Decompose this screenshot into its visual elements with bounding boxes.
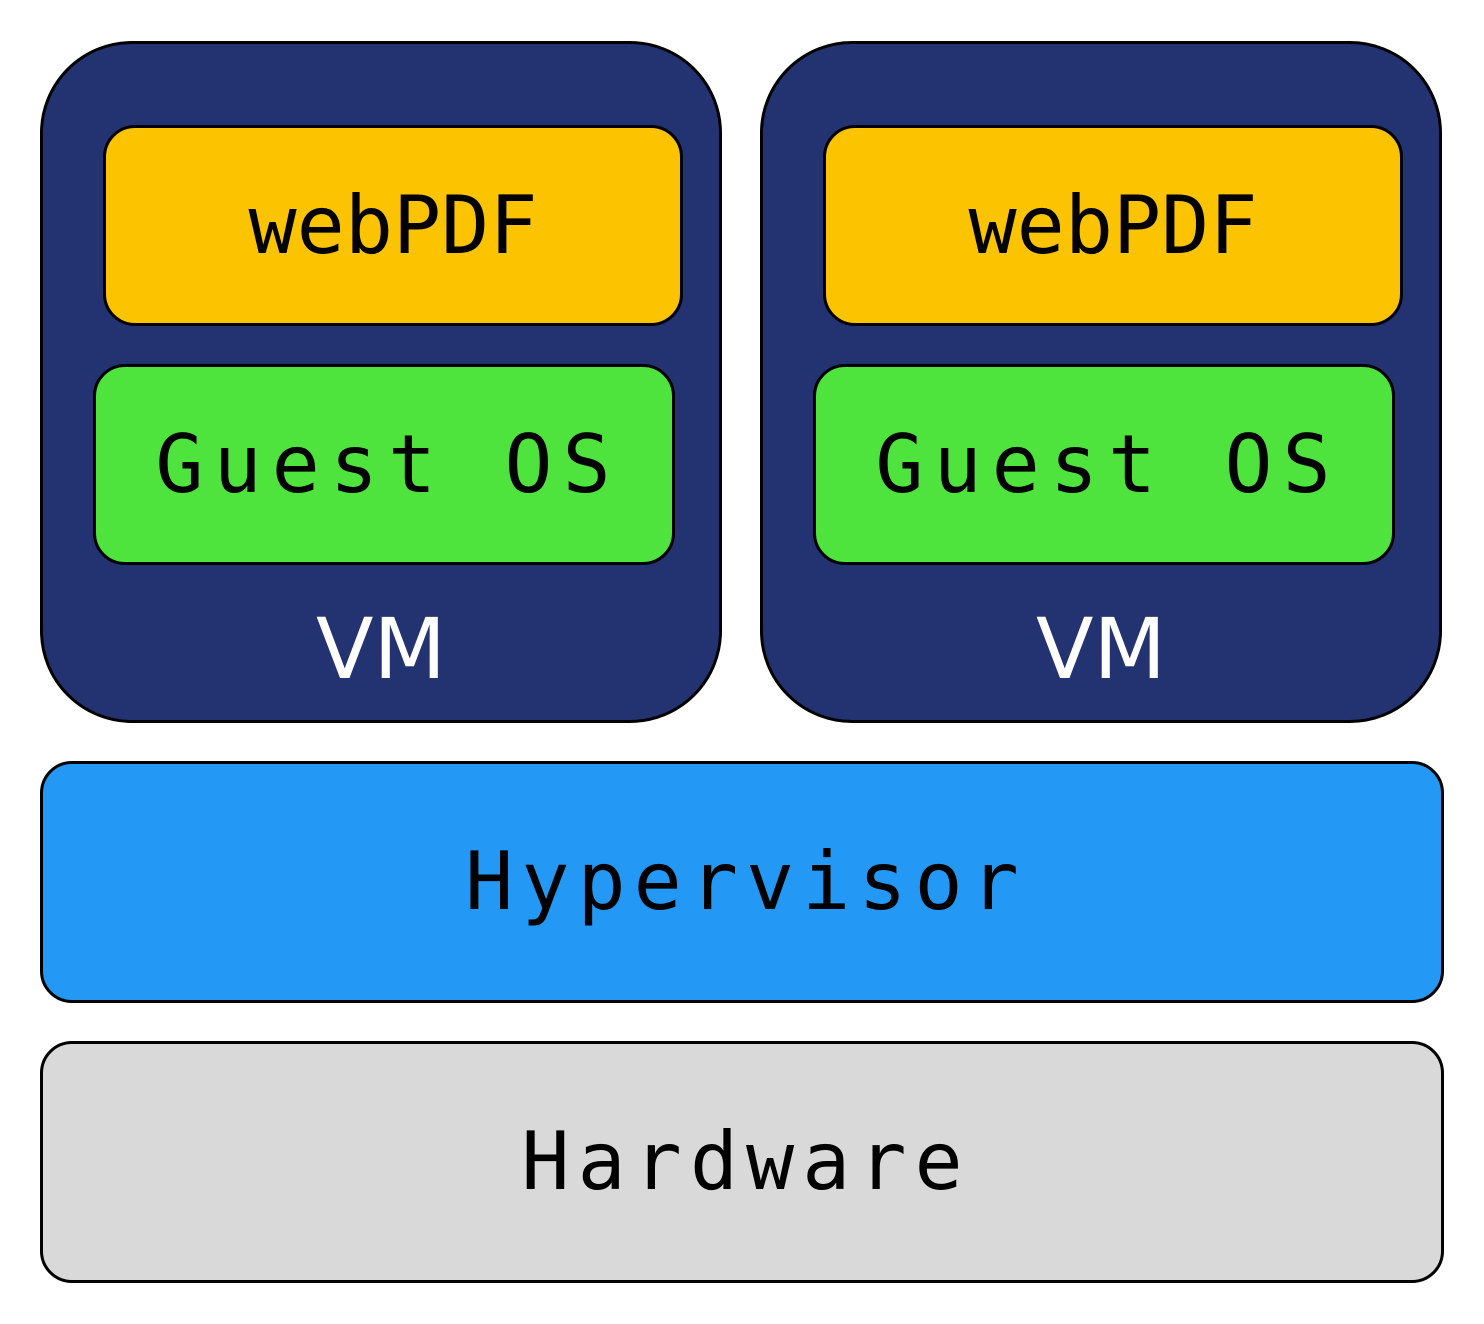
vm-label: VM [316, 600, 446, 698]
guest-os-label: Guest OS [155, 417, 621, 511]
webpdf-label: webPDF [248, 178, 538, 272]
webpdf-block-1: webPDF [103, 125, 683, 326]
vm-container-2: webPDF Guest OS VM [760, 41, 1442, 723]
guest-os-label: Guest OS [875, 417, 1341, 511]
hardware-layer: Hardware [40, 1041, 1444, 1283]
webpdf-block-2: webPDF [823, 125, 1403, 326]
webpdf-label: webPDF [968, 178, 1258, 272]
hypervisor-layer: Hypervisor [40, 761, 1444, 1003]
guest-os-block-1: Guest OS [93, 364, 675, 565]
guest-os-block-2: Guest OS [813, 364, 1395, 565]
vm-container-1: webPDF Guest OS VM [40, 41, 722, 723]
hardware-label: Hardware [521, 1115, 971, 1208]
vm-label: VM [1036, 600, 1166, 698]
hypervisor-label: Hypervisor [465, 835, 1027, 928]
